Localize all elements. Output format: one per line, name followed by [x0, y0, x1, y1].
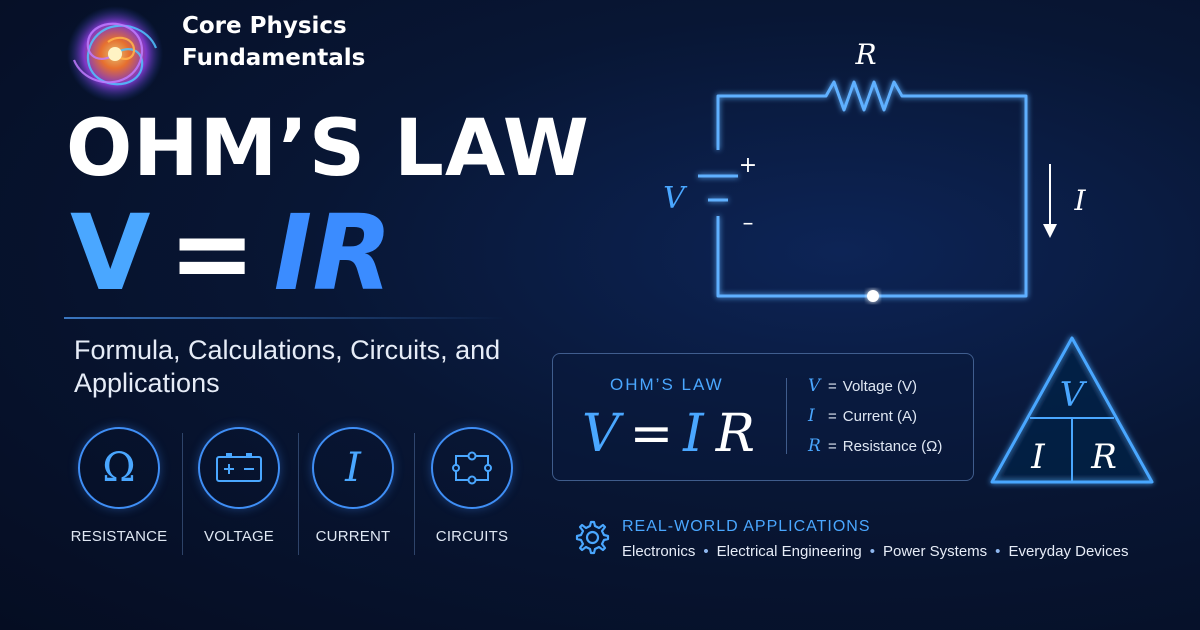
- legend-item-current: I=Current (A): [808, 406, 917, 426]
- main-title: OHM’S LAW: [66, 104, 590, 194]
- triangle-i: I: [1030, 437, 1045, 477]
- legend-item-resistance: R=Resistance (Ω): [808, 436, 943, 456]
- topic-separator: [298, 433, 299, 555]
- legend-symbol: V: [808, 376, 821, 396]
- card-formula-r: R: [715, 404, 755, 464]
- ohms-law-triangle: V I R: [990, 336, 1154, 484]
- voltage-label: V: [663, 181, 688, 216]
- formula-equals: =: [168, 192, 256, 314]
- applications-list: Electronics•Electrical Engineering•Power…: [622, 543, 1129, 560]
- topic-label: RESISTANCE: [70, 528, 168, 545]
- card-formula-i: I: [683, 404, 704, 464]
- circuit-wires: [698, 80, 1028, 298]
- application-item: Electronics: [622, 543, 696, 560]
- card-formula-equals: =: [629, 404, 674, 464]
- current-arrow-head: [1043, 224, 1057, 238]
- minus-sign: –: [743, 211, 754, 236]
- legend-symbol: I: [808, 406, 815, 426]
- legend-text: Resistance (Ω): [842, 438, 943, 455]
- battery-icon: [198, 427, 280, 509]
- topic-separator: [414, 433, 415, 555]
- topic-voltage: VOLTAGE: [184, 427, 294, 545]
- legend-text: Voltage (V): [842, 378, 917, 395]
- topic-circuits: CIRCUITS: [417, 427, 527, 545]
- circuit-diagram: R V I + –: [663, 38, 1086, 302]
- title-divider: [64, 317, 504, 319]
- applications-title: REAL-WORLD APPLICATIONS: [622, 518, 871, 535]
- formula-card: [552, 353, 974, 481]
- application-item: Everyday Devices: [1008, 543, 1129, 560]
- topic-label: CIRCUITS: [435, 528, 509, 545]
- card-formula-v: V: [582, 404, 620, 464]
- application-item: Electrical Engineering: [716, 543, 862, 560]
- formula-v: V: [70, 192, 151, 314]
- triangle-v: V: [1060, 375, 1088, 415]
- subtitle: Formula, Calculations, Circuits, and App…: [74, 335, 501, 398]
- topic-current: I CURRENT: [298, 427, 408, 545]
- application-item: Power Systems: [882, 543, 988, 560]
- card-title: OHM’S LAW: [610, 375, 724, 394]
- circuit-node: [867, 290, 879, 302]
- topic-resistance: Ω RESISTANCE: [64, 427, 174, 545]
- omega-icon: Ω: [78, 427, 160, 509]
- triangle-r: R: [1090, 437, 1117, 477]
- plus-sign: +: [739, 153, 757, 178]
- gear-icon: [572, 518, 610, 561]
- spiral-galaxy-logo-icon: [67, 6, 163, 102]
- topic-separator: [182, 433, 183, 555]
- brand-logo: [56, 4, 174, 104]
- current-i-icon: I: [312, 427, 394, 509]
- card-divider: [786, 378, 787, 454]
- resistor-label: R: [854, 38, 876, 71]
- main-formula: V=IR: [70, 192, 392, 314]
- current-label: I: [1073, 184, 1086, 217]
- legend-item-voltage: V=Voltage (V): [808, 376, 917, 396]
- circuit-icon: [431, 427, 513, 509]
- brand-name: Core Physics Fundamentals: [182, 13, 366, 71]
- formula-ir: IR: [273, 192, 393, 314]
- topic-label: VOLTAGE: [203, 528, 275, 545]
- legend-text: Current (A): [842, 408, 917, 425]
- legend-symbol: R: [808, 436, 821, 456]
- topic-label: CURRENT: [315, 528, 391, 545]
